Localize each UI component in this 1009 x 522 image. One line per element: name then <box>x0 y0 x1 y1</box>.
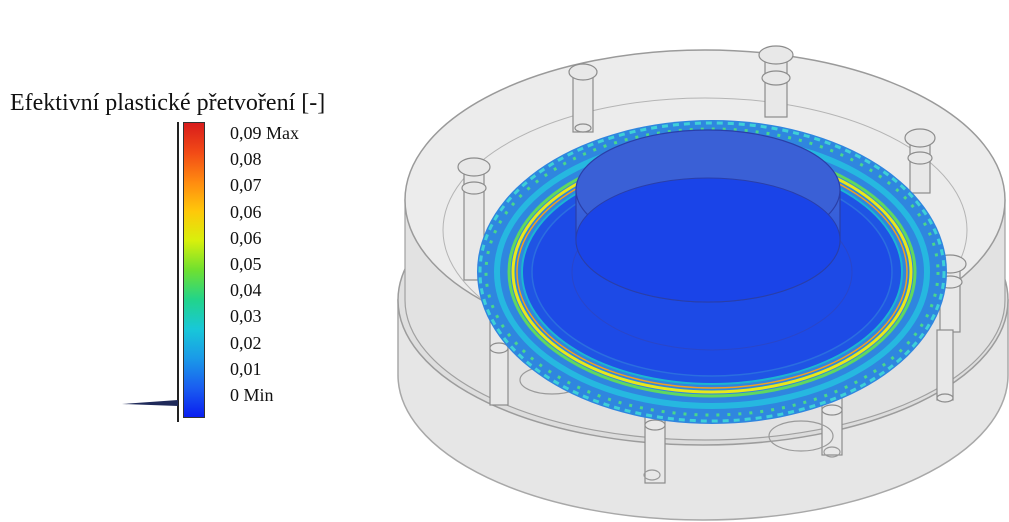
colorbar-label: 0 Min <box>230 385 274 405</box>
colorbar-label: 0,02 <box>230 332 262 353</box>
punch <box>575 129 841 303</box>
colorbar-label: 0,07 <box>230 175 262 196</box>
legend-title: Efektivní plastické přetvoření [-] <box>10 90 326 116</box>
colorbar-label: 0,05 <box>230 254 262 274</box>
colorbar <box>183 122 205 418</box>
colorbar-label: 0,03 <box>230 306 262 327</box>
colorbar-label: 0,06 <box>230 227 262 248</box>
colorbar-label: 0,04 <box>230 280 262 301</box>
min-pointer-icon <box>122 400 178 406</box>
colorbar-axis-line <box>177 122 179 422</box>
colorbar-label: 0,06 <box>230 201 262 222</box>
colorbar-label: 0,08 <box>230 149 262 170</box>
colorbar-label: 0,09 Max <box>230 123 299 143</box>
colorbar-label: 0,01 <box>230 358 262 379</box>
